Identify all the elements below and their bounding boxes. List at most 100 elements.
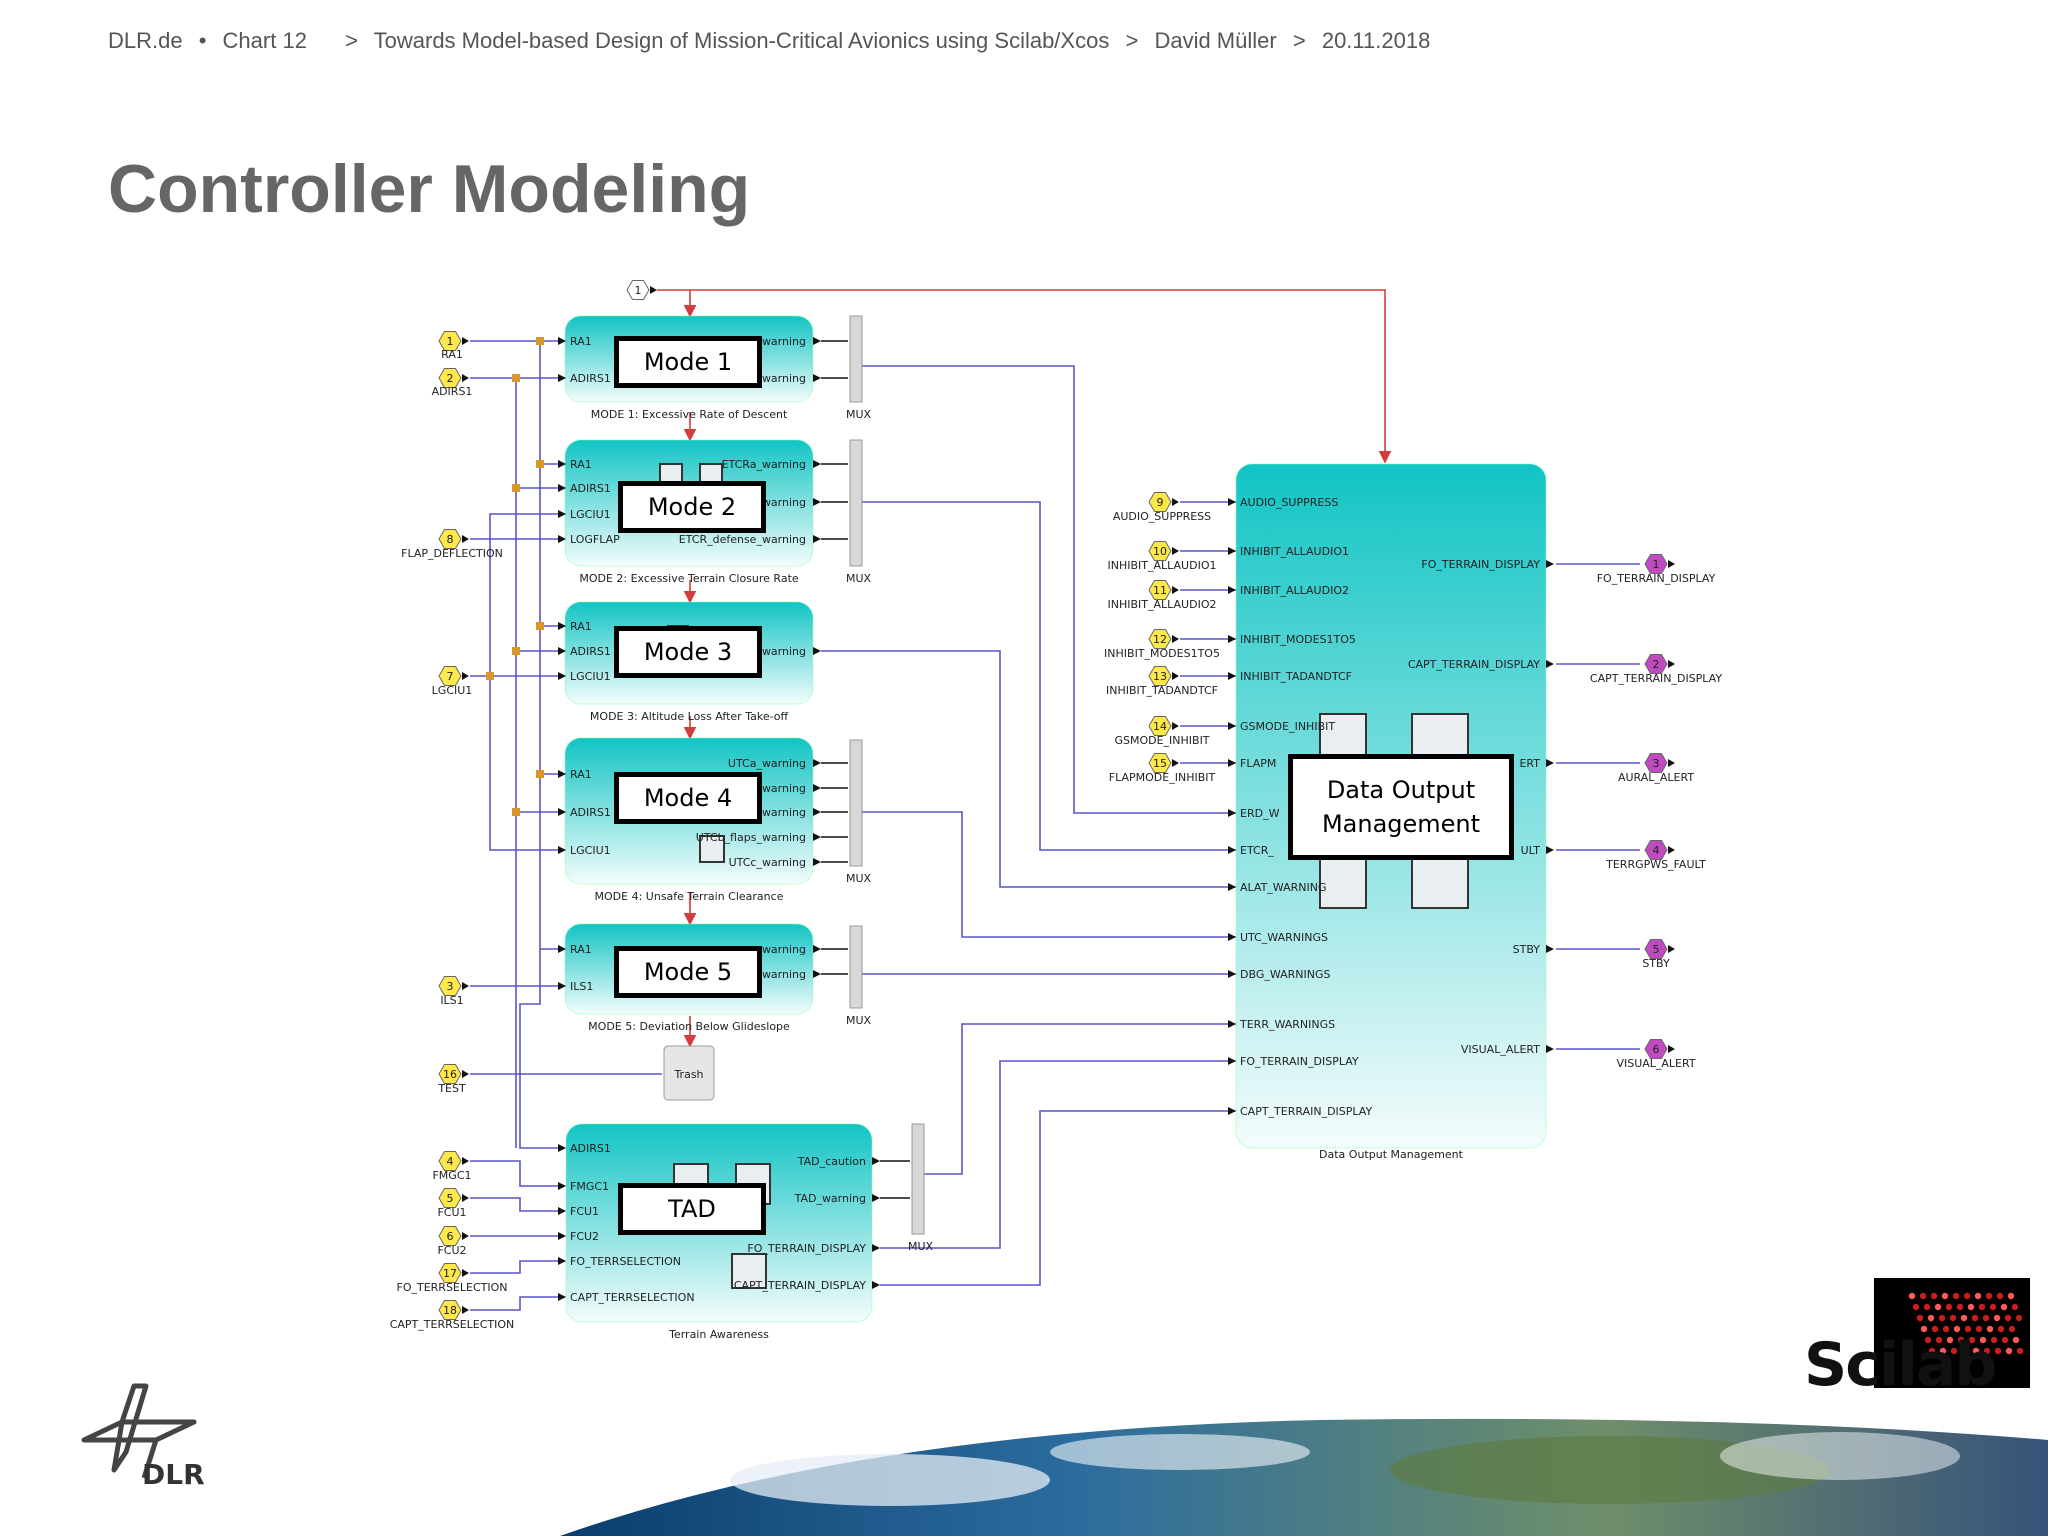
output-port [1644, 1038, 1668, 1060]
header-chart: Chart 12 [222, 28, 307, 53]
dom-input-label: AUDIO_SUPPRESS [1113, 510, 1211, 523]
mode1-port-out: warning [762, 335, 806, 348]
mode1-mux [849, 315, 863, 403]
input-port-label: FO_TERRSELECTION [397, 1281, 508, 1294]
output-port-arrow [1668, 560, 1675, 568]
dlr-logo-text: DLR [142, 1458, 205, 1491]
scilab-dot [1996, 1292, 2004, 1300]
scilab-dot [2011, 1303, 2019, 1311]
input-port-arrow [462, 1194, 469, 1202]
tad-port-out: TAD_warning [794, 1192, 866, 1205]
header-site[interactable]: DLR.de [108, 28, 183, 53]
mode-3-label[interactable]: Mode 3 [614, 626, 762, 678]
tad-port-in: FCU1 [570, 1205, 599, 1218]
tad-label[interactable]: TAD [618, 1183, 766, 1235]
input-port [438, 528, 462, 550]
input-port [438, 1262, 462, 1284]
mode3-port-in: LGCIU1 [570, 670, 611, 683]
input-port [438, 1150, 462, 1172]
input-port-number: 5 [447, 1192, 454, 1205]
scilab-dot [1949, 1314, 1957, 1322]
mode2-in-arrow [558, 535, 566, 543]
scilab-dot [1934, 1303, 1942, 1311]
dom-out-arrow [1546, 759, 1554, 767]
dom-input-label: INHIBIT_MODES1TO5 [1104, 647, 1220, 660]
mode1-in-arrow [558, 337, 566, 345]
mode3-in-arrow [558, 647, 566, 655]
inner-subblock [1319, 855, 1367, 909]
input-port-number: 18 [443, 1304, 457, 1317]
scilab-dot [2012, 1336, 2020, 1344]
dom-input-port-arrow [1172, 722, 1179, 730]
tad-in-arrow [558, 1257, 566, 1265]
output-port-number: 1 [1653, 558, 1660, 571]
split-point [512, 484, 520, 492]
dom-port-in: ALAT_WARNING [1240, 881, 1326, 894]
mode-1-label[interactable]: Mode 1 [614, 336, 762, 388]
mode3-caption: MODE 3: Altitude Loss After Take-off [590, 710, 789, 723]
input-port-number: 1 [447, 335, 454, 348]
input-port-number: 2 [447, 372, 454, 385]
tad-port-out: TAD_caution [797, 1155, 866, 1168]
input-port-number: 4 [447, 1155, 454, 1168]
mode5-port-out: warning [762, 968, 806, 981]
mode2-out-arrow [813, 460, 821, 468]
data-output-management-label[interactable]: Data Output Management [1288, 754, 1514, 860]
mode2-port-in: LOGFLAP [570, 533, 620, 546]
mode5-mux [849, 925, 863, 1009]
split-point [512, 647, 520, 655]
input-port-label: RA1 [441, 348, 463, 361]
dlr-logo-icon [81, 1383, 197, 1479]
mode4-port-in: LGCIU1 [570, 844, 611, 857]
link-tad-to-dom [924, 1023, 1236, 1175]
link-mode2-to-dom [862, 501, 1236, 851]
input-port [438, 367, 462, 389]
scilab-dot [1908, 1292, 1916, 1300]
mode4-caption: MODE 4: Unsafe Terrain Clearance [595, 890, 784, 903]
scilab-dot [1928, 1347, 1936, 1355]
dom-out-arrow [1546, 660, 1554, 668]
mode4-out-arrow [813, 833, 821, 841]
input-port-arrow [462, 982, 469, 990]
scilab-dot [2007, 1292, 2015, 1300]
dom-input-label: GSMODE_INHIBIT [1114, 734, 1209, 747]
dom-port-in: GSMODE_INHIBIT [1240, 720, 1335, 733]
tad-in-arrow [558, 1232, 566, 1240]
breadcrumb: DLR.de • Chart 12 > Towards Model-based … [108, 28, 1440, 54]
dom-out-arrow [1546, 945, 1554, 953]
dom-port-in: INHIBIT_MODES1TO5 [1240, 633, 1356, 646]
dom-in-arrow [1228, 883, 1236, 891]
input-port-number: 3 [447, 980, 454, 993]
dom-input-port-number: 13 [1153, 670, 1167, 683]
dom-in-arrow [1228, 586, 1236, 594]
link-fcu1 [470, 1197, 565, 1212]
mode2-port-out: ETCRa_warning [722, 458, 806, 471]
scilab-dot [1916, 1314, 1924, 1322]
output-port-arrow [1668, 945, 1675, 953]
dom-port-out: CAPT_TERRAIN_DISPLAY [1408, 658, 1540, 671]
dom-port-in: ERD_W [1240, 807, 1280, 820]
mode3-out-arrow [813, 647, 821, 655]
output-port-number: 6 [1653, 1043, 1660, 1056]
split-point [512, 808, 520, 816]
dom-input-port-arrow [1172, 759, 1179, 767]
scilab-dot [1961, 1347, 1969, 1355]
dom-port-in: INHIBIT_ALLAUDIO1 [1240, 545, 1349, 558]
link-fmgc1 [470, 1160, 565, 1187]
mode2-in-arrow [558, 460, 566, 468]
mode-5-label[interactable]: Mode 5 [614, 946, 762, 998]
tad-in-arrow [558, 1207, 566, 1215]
header-sep: > [1292, 28, 1306, 53]
scilab-dot [1930, 1292, 1938, 1300]
scilab-dot [1964, 1325, 1972, 1333]
dom-port-in: FLAPM [1240, 757, 1276, 770]
input-port [438, 975, 462, 997]
scilab-dot [1968, 1336, 1976, 1344]
dom-in-arrow [1228, 635, 1236, 643]
input-port-label: FCU2 [437, 1244, 466, 1257]
scilab-dot [1931, 1325, 1939, 1333]
mode-2-label[interactable]: Mode 2 [618, 481, 766, 533]
input-port-number: 16 [443, 1068, 457, 1081]
mode4-port-in: RA1 [570, 768, 592, 781]
mode-4-label[interactable]: Mode 4 [614, 772, 762, 824]
